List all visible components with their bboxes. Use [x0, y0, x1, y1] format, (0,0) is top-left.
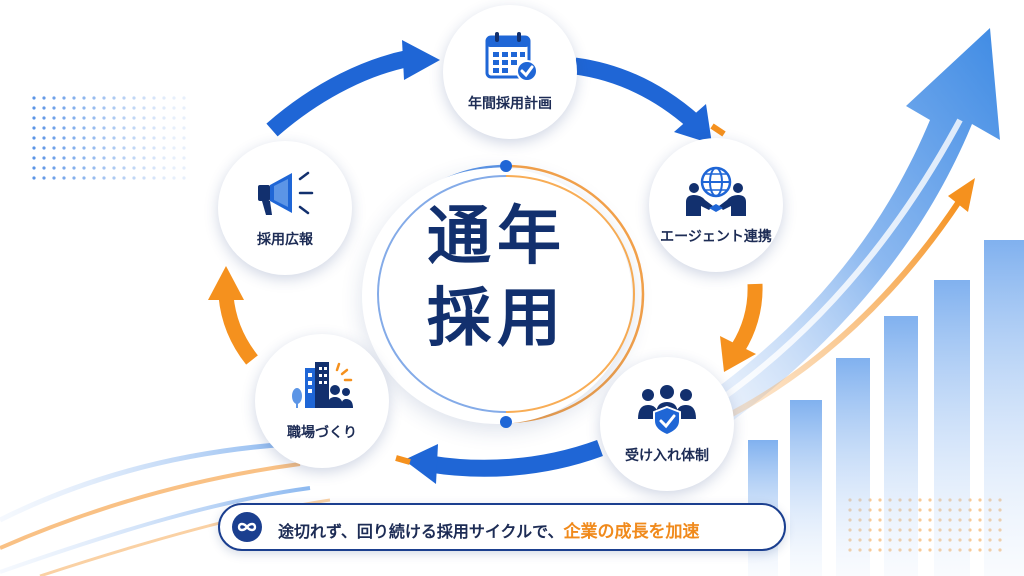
- node-workplace-building: 職場づくり: [255, 334, 389, 468]
- swoosh-lines-left: [0, 441, 331, 576]
- arrow-workplace-to-promo: [218, 295, 258, 365]
- team-shield-icon: [638, 385, 696, 435]
- arrow-promo-to-plan: [266, 49, 412, 137]
- node-label-agent-partnership: エージェント連携: [660, 229, 772, 245]
- growth-bars: [748, 240, 1024, 576]
- arrow-plan-to-agent: [573, 57, 700, 129]
- node-annual-plan: 年間採用計画: [443, 5, 577, 139]
- arrow-team-to-workplace: [428, 440, 603, 477]
- office-building-people-icon: [292, 362, 353, 408]
- node-label-annual-plan: 年間採用計画: [468, 96, 552, 112]
- megaphone-icon: [258, 171, 314, 215]
- node-label-onboarding-system: 受け入れ体制: [625, 448, 709, 464]
- growth-arrow-orange: [718, 178, 975, 423]
- slogan-text: 途切れず、回り続ける採用サイクルで、企業の成長を加速: [278, 517, 699, 542]
- globe-handshake-icon: [686, 166, 746, 216]
- infinity-icon: [232, 512, 262, 542]
- growth-arrow-blue: [688, 28, 1000, 430]
- slogan-main: 途切れず、回り続ける採用サイクルで、: [278, 522, 564, 541]
- center-title-line2: 採用: [427, 282, 567, 356]
- slogan-emphasis: 企業の成長を加速: [563, 522, 700, 542]
- center-title-line1: 通年: [427, 200, 567, 274]
- node-agent-partnership: エージェント連携: [649, 138, 783, 272]
- center-title: 通年 採用: [372, 196, 622, 360]
- node-recruiting-pr: 採用広報: [218, 141, 352, 275]
- calendar-check-icon: [485, 32, 538, 82]
- node-onboarding-system: 受け入れ体制: [600, 357, 734, 491]
- node-label-recruiting-pr: 採用広報: [257, 232, 313, 248]
- node-label-workplace-building: 職場づくり: [287, 425, 357, 441]
- arrow-agent-to-team: [731, 283, 763, 352]
- dot-pattern-left: [32, 96, 186, 180]
- slogan-banner: 途切れず、回り続ける採用サイクルで、企業の成長を加速: [218, 503, 786, 551]
